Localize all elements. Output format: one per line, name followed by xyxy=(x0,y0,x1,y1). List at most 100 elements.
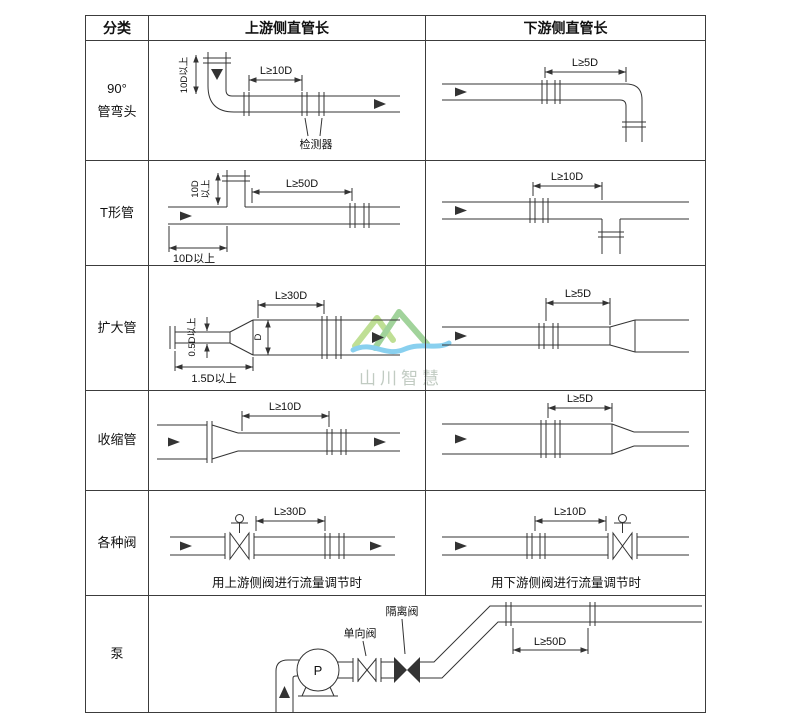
tee-downstream-diagram: L≥10D xyxy=(441,171,689,254)
header-category: 分类 xyxy=(85,15,149,41)
isolation-valve xyxy=(393,656,420,683)
elbow-upstream-diagram: L≥10D 10D以上 检测器 xyxy=(179,51,400,151)
flow-arrow-right xyxy=(371,331,384,343)
flow-arrow-right xyxy=(179,211,192,220)
dim-label-d: D xyxy=(253,333,264,340)
detector-flanges xyxy=(526,532,545,559)
expander-upstream-diagram: L≥30D D 0.5D以上 1.5D以 xyxy=(169,290,400,385)
dimension-horizontal: L≥30D xyxy=(255,506,325,531)
flow-arrow-right xyxy=(454,331,467,340)
riser-and-upper-pipe xyxy=(419,601,702,678)
detector-flanges xyxy=(326,428,346,455)
flow-arrow-left-side xyxy=(167,437,180,446)
dim-label: L≥5D xyxy=(571,57,597,69)
row-elbow: 90° 管弯头 xyxy=(85,40,706,161)
header-downstream: 下游侧直管长 xyxy=(425,15,706,41)
pipe-expander xyxy=(169,319,400,355)
dimension-vertical: 10D以上 xyxy=(179,54,199,94)
inlet-pipe xyxy=(275,659,299,712)
detector-flanges xyxy=(540,419,560,458)
dim-label: L≥10D xyxy=(550,171,582,183)
dimension-diameter: D xyxy=(253,319,271,355)
elbow-downstream-diagram: L≥5D xyxy=(441,57,646,142)
valves-upstream-diagram: L≥30D 用上游侧阀进行流量调节时 xyxy=(169,506,395,590)
pipe-expander xyxy=(441,319,689,352)
category-elbow: 90° 管弯头 xyxy=(97,81,137,119)
dim-label-small: 0.5D以上 xyxy=(187,316,198,356)
pump-diagram: P xyxy=(275,601,702,712)
row-valves: 各种阀 xyxy=(85,490,706,596)
category-tee: T形管 xyxy=(100,204,134,220)
reducer-downstream-diagram: L≥5D xyxy=(441,393,689,458)
tee-upstream-diagram: L≥50D 10D 以上 10D以上 xyxy=(167,169,400,265)
connector-pipe xyxy=(380,661,394,678)
dim-label: L≥5D xyxy=(564,288,590,300)
dim-label: L≥30D xyxy=(273,506,305,518)
dimension-horizontal: L≥10D xyxy=(534,506,606,531)
outlet-pipe xyxy=(336,661,353,678)
row-pump: 泵 P xyxy=(85,595,706,713)
header-upstream: 上游侧直管长 xyxy=(148,15,426,41)
pipe-reducer xyxy=(156,420,400,463)
row-reducer: 收缩管 xyxy=(85,390,706,491)
check-valve-callout: 单向阀 xyxy=(343,626,376,656)
dimension-horizontal: L≥10D xyxy=(241,401,329,431)
caption: 用下游侧阀进行流量调节时 xyxy=(490,576,641,590)
dimension-horizontal: L≥50D xyxy=(512,627,588,654)
row-expander: 扩大管 xyxy=(85,265,706,391)
gate-valve xyxy=(224,513,254,561)
dim-label: L≥5D xyxy=(566,393,592,405)
reducer-upstream-diagram: L≥10D xyxy=(156,401,400,463)
flow-arrow-right xyxy=(373,437,386,446)
pipe-elbow xyxy=(441,83,646,142)
dim-label: L≥50D xyxy=(285,178,317,190)
category-reducer: 收缩管 xyxy=(97,432,137,448)
detector-flanges xyxy=(301,91,324,116)
dimension-small-pipe: 0.5D以上 xyxy=(187,316,210,358)
dimension-horizontal: L≥30D xyxy=(257,290,324,318)
flow-arrow-down xyxy=(210,68,223,80)
dim-label-bottom: 10D以上 xyxy=(172,252,214,265)
flow-arrow-right-end xyxy=(369,541,382,550)
dimension-horizontal: L≥5D xyxy=(544,57,626,82)
detector-flanges xyxy=(538,322,558,349)
dimension-horizontal: L≥5D xyxy=(545,288,610,325)
dim-label-bottom: 1.5D以上 xyxy=(191,372,236,385)
dimension-horizontal: L≥10D xyxy=(532,171,602,200)
dimension-horizontal: L≥5D xyxy=(547,393,612,422)
detector-flanges xyxy=(324,532,344,559)
pipe xyxy=(441,536,689,555)
flow-arrow-right xyxy=(454,87,467,96)
caption: 用上游侧阀进行流量调节时 xyxy=(211,576,362,590)
coupling-flanges xyxy=(243,91,249,116)
valves-downstream-diagram: L≥10D 用下游侧阀进行流量调节时 xyxy=(441,506,689,590)
category-pump: 泵 xyxy=(110,645,124,661)
dim-label-vertical: 10D以上 xyxy=(179,56,190,93)
row-tee: T形管 xyxy=(85,160,706,266)
pipe xyxy=(169,536,395,555)
pipe-reducer xyxy=(441,423,689,454)
flow-arrow-right xyxy=(454,205,467,215)
dim-label-v2: 以上 xyxy=(201,179,212,199)
dim-label: L≥10D xyxy=(268,401,300,413)
dim-label: L≥10D xyxy=(259,65,291,77)
pump-letter: P xyxy=(313,663,322,678)
pipe-tee xyxy=(441,201,689,254)
detector-flanges xyxy=(321,315,341,359)
check-valve-label: 单向阀 xyxy=(343,626,376,640)
isolation-valve-label: 隔离阀 xyxy=(385,604,418,618)
isolation-valve-callout: 隔离阀 xyxy=(385,604,418,654)
pipe-elbow xyxy=(202,51,400,112)
flow-arrow-right xyxy=(179,541,192,550)
flow-arrow-right xyxy=(454,434,467,443)
straight-pipe-requirements-table: 分类 上游侧直管长 下游侧直管长 90° 管弯头 xyxy=(85,15,706,713)
gate-valve xyxy=(607,513,637,561)
dim-label-v1: 10D xyxy=(190,180,201,198)
dimension-bottom: 1.5D以上 xyxy=(174,350,253,385)
pump-symbol: P xyxy=(296,648,339,696)
dimension-horizontal: L≥10D xyxy=(248,65,302,91)
category-expander: 扩大管 xyxy=(97,319,137,335)
flow-arrow-right xyxy=(373,98,386,109)
dimension-horizontal: L≥50D xyxy=(251,178,352,203)
